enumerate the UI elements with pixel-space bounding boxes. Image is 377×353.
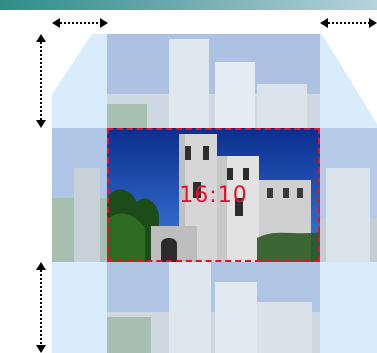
ghost-image-bottom: [107, 262, 320, 353]
aspect-ratio-label: 16:10: [107, 128, 320, 262]
vertical-arrow-icon: [34, 262, 48, 353]
top-gradient-bar: [0, 0, 377, 10]
vertical-arrow-icon: [34, 34, 48, 128]
ghost-image-right: [320, 128, 377, 262]
ghost-image-left: [52, 128, 107, 262]
horizontal-arrow-icon: [320, 17, 377, 29]
ghost-image-top: [107, 34, 320, 128]
horizontal-arrow-icon: [52, 17, 108, 29]
